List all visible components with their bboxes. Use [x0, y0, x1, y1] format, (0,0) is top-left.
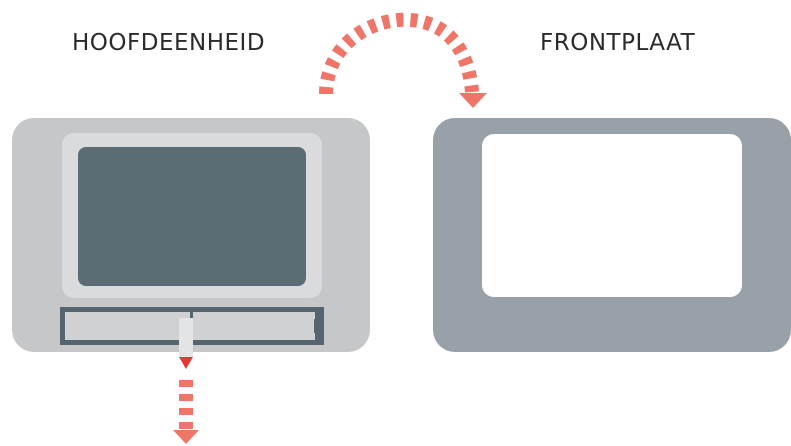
- main-unit-slot-end: [314, 319, 319, 333]
- main-unit: [12, 118, 370, 352]
- curved-arrow-path: [319, 12, 479, 95]
- release-tab: [179, 318, 193, 369]
- main-unit-screen: [78, 147, 306, 286]
- front-panel: [433, 118, 791, 352]
- main-unit-label: HOOFDEENHEID: [72, 30, 266, 56]
- front-panel-label: FRONTPLAAT: [540, 30, 696, 56]
- front-panel-window: [482, 134, 742, 297]
- release-tab-body: [179, 318, 193, 358]
- curved-arrow-dashed-icon: [319, 12, 487, 108]
- down-arrow-head: [173, 430, 199, 444]
- curved-arrow-head: [459, 93, 487, 108]
- down-arrow-dashed-icon: [173, 380, 199, 444]
- release-tab-tip: [179, 357, 193, 369]
